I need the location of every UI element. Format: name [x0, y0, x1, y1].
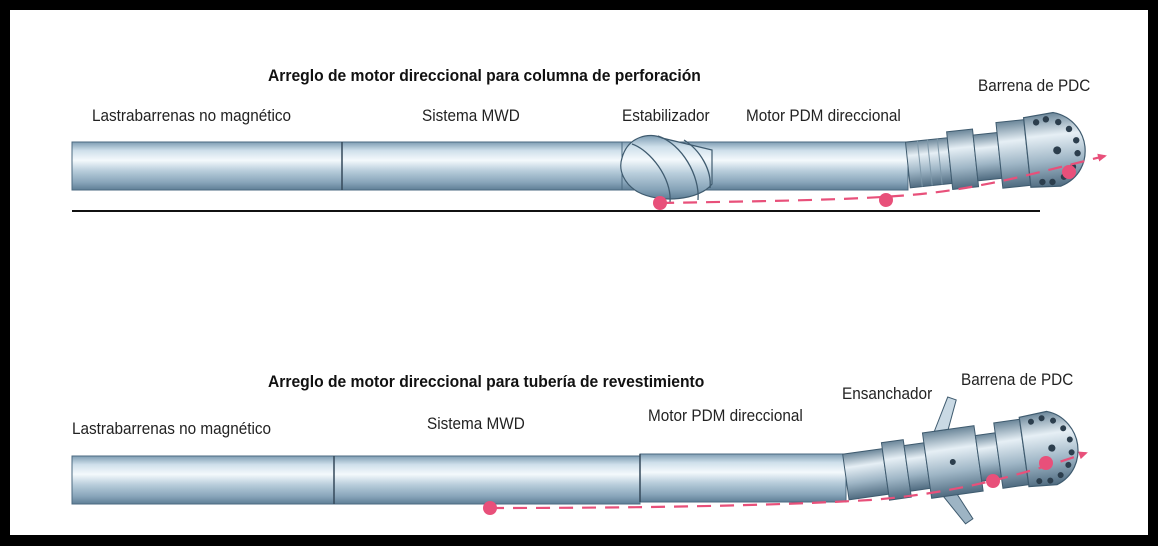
top-contact-point-stabilizer — [653, 196, 667, 210]
bottom-label-nonmagnetic-collar: Lastrabarrenas no magnético — [72, 419, 272, 438]
top-stabilizer — [620, 134, 713, 203]
top-assembly-title: Arreglo de motor direccional para column… — [268, 66, 701, 85]
bottom-label-mwd-system: Sistema MWD — [427, 414, 525, 433]
top-label-stabilizer: Estabilizador — [622, 106, 710, 125]
bottom-pdm-motor — [639, 453, 847, 503]
bottom-label-reamer: Ensanchador — [842, 384, 933, 403]
bottom-contact-point-mwd — [483, 501, 497, 515]
bottom-contact-point-bit — [1039, 456, 1053, 470]
bottom-assembly — [71, 396, 1088, 525]
top-contact-point-bit — [1062, 165, 1076, 179]
bottom-label-pdc-bit: Barrena de PDC — [961, 370, 1074, 389]
top-label-nonmagnetic-collar: Lastrabarrenas no magnético — [92, 106, 292, 125]
top-pdc-bit — [1022, 111, 1086, 188]
top-assembly — [71, 111, 1107, 212]
bottom-label-pdm-motor: Motor PDM direccional — [648, 406, 803, 425]
top-mwd-tool — [341, 141, 623, 191]
bottom-assembly-title: Arreglo de motor direccional para tuberí… — [268, 372, 705, 391]
top-nonmagnetic-collar — [71, 141, 343, 191]
top-bent-housing — [904, 111, 1086, 191]
top-label-pdm-motor: Motor PDM direccional — [746, 106, 901, 125]
bottom-reamer — [921, 396, 984, 525]
top-contact-point-motor — [879, 193, 893, 207]
bottom-nonmagnetic-collar — [71, 455, 335, 505]
bottom-mwd-tool — [333, 455, 641, 505]
diagram-canvas: Arreglo de motor direccional para column… — [10, 10, 1148, 535]
bottom-bent-housing — [842, 396, 1079, 525]
bottom-trajectory-arrow — [489, 451, 1088, 510]
top-trajectory-arrow — [659, 153, 1107, 205]
top-label-mwd-system: Sistema MWD — [422, 106, 520, 125]
assembly-drawings — [71, 111, 1107, 525]
bottom-contact-point-reamer — [986, 474, 1000, 488]
top-label-pdc-bit: Barrena de PDC — [978, 76, 1091, 95]
bottom-pdc-bit — [1018, 410, 1079, 488]
